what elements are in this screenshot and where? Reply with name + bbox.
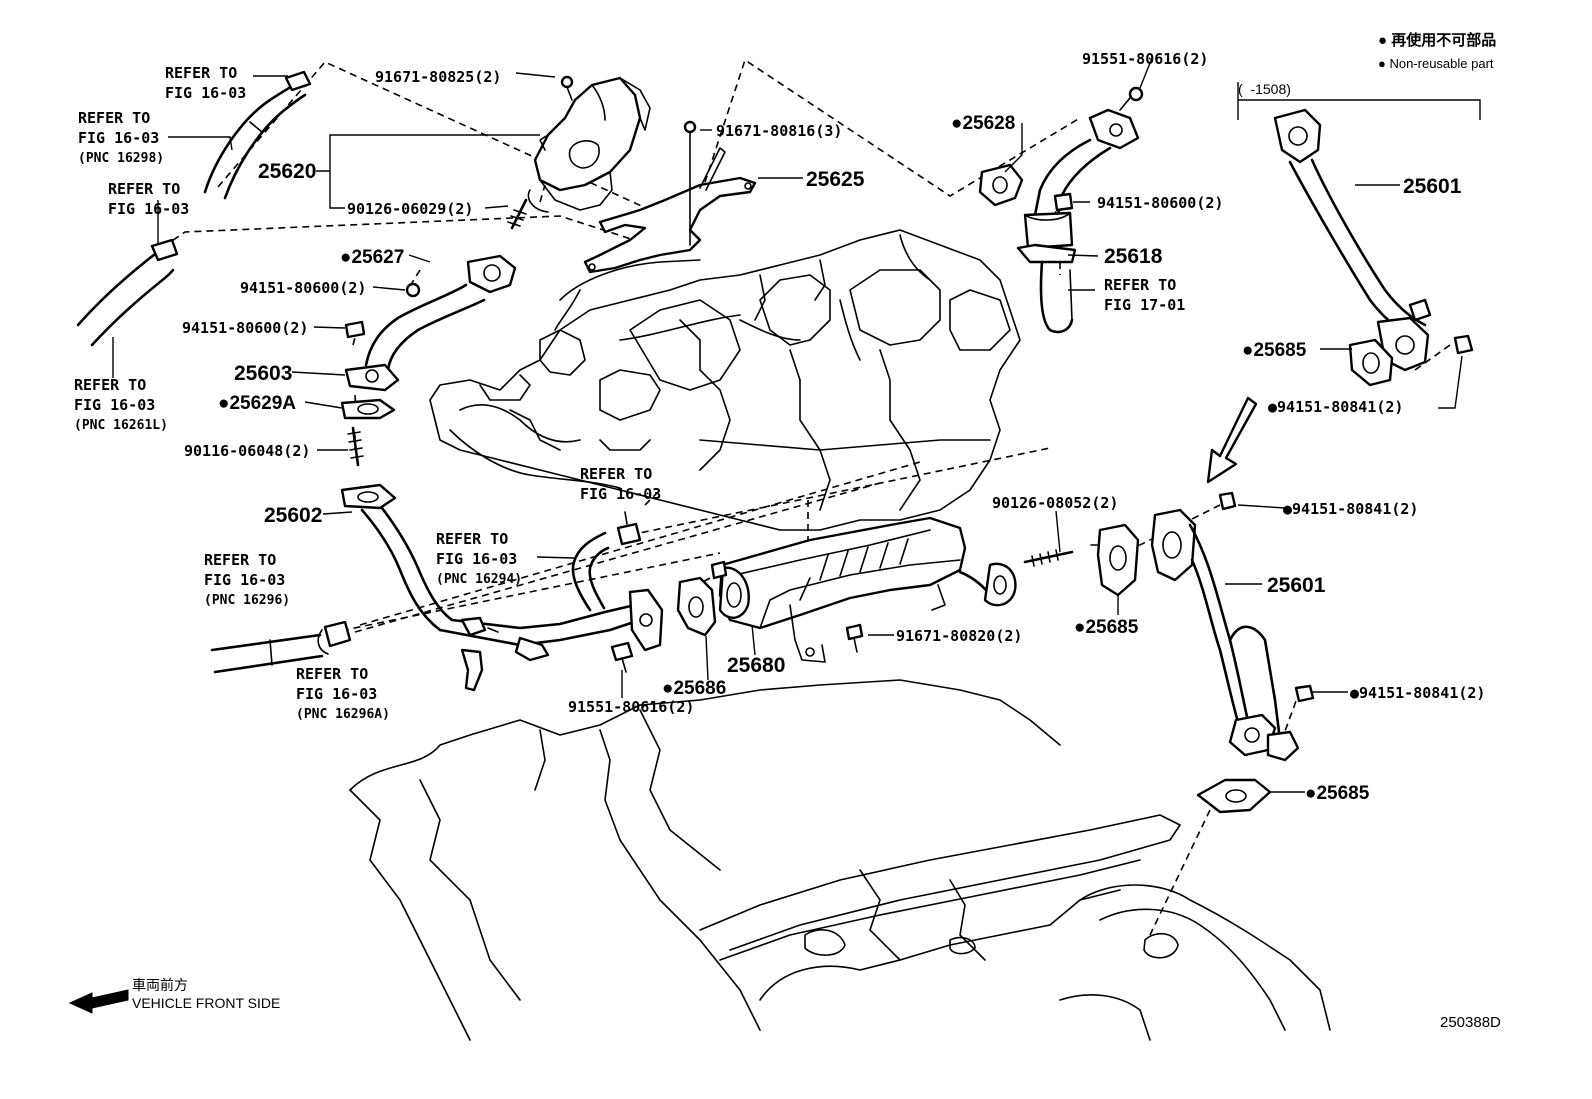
refer-f-line2: FIG 16-03 [436, 550, 517, 568]
part-94151-80841-b: ●94151-80841(2) [1283, 500, 1418, 518]
hose-pnc16294 [571, 511, 642, 612]
pipe-25602 [340, 483, 664, 692]
hose-lower-left [210, 620, 352, 674]
refer-f-line1: REFER TO [436, 530, 508, 548]
part-25628: ●25628 [951, 113, 1015, 134]
part-25685-c: ●25685 [1305, 783, 1370, 804]
refer-c-line2: FIG 16-03 [108, 200, 189, 218]
intake-manifold-outline [429, 229, 1021, 531]
part-91551-80616-a: 91551-80616(2) [1082, 50, 1208, 68]
refer-a-line1: REFER TO [165, 64, 237, 82]
stud-90126-08052 [1023, 549, 1074, 567]
front-side-note: 車両前方 VEHICLE FRONT SIDE [132, 977, 280, 1011]
bracket-25625 [583, 120, 757, 274]
refer-h-line1: REFER TO [296, 665, 368, 683]
engine-block-outline [349, 679, 1331, 1041]
legend-jp: ● 再使用不可部品 [1378, 31, 1496, 49]
refer-h-line2: FIG 16-03 [296, 685, 377, 703]
bolt-91671-80820 [845, 623, 864, 653]
part-25629A: ●25629A [218, 393, 296, 414]
part-91671-80820: 91671-80820(2) [896, 627, 1022, 645]
refer-d-line1: REFER TO [74, 376, 146, 394]
gasket-25686 [676, 576, 717, 637]
egr-valve-25620 [527, 75, 651, 213]
gasket-25685-c [1196, 778, 1272, 814]
pipe-25601-lower [1150, 491, 1315, 762]
part-25627: ●25627 [340, 247, 404, 268]
refer-g-line2: FIG 16-03 [204, 571, 285, 589]
part-numbers: 91671-80825(2) 25620 90126-06029(2) 9167… [182, 50, 1485, 804]
part-90126-08052: 90126-08052(2) [992, 494, 1118, 512]
gasket-25685-a [1348, 338, 1394, 387]
part-25602: 25602 [264, 504, 322, 527]
leader-lines [112, 57, 1481, 793]
part-94151-80600-b: 94151-80600(2) [182, 319, 308, 337]
refer-i-line1: REFER TO [1104, 276, 1176, 294]
refer-g-line1: REFER TO [204, 551, 276, 569]
vehicle-front-arrow-icon [68, 989, 129, 1014]
refer-d-line3: (PNC 16261L) [74, 418, 168, 433]
part-25601-a: 25601 [1403, 175, 1462, 198]
legend-en: ● Non-reusable part [1378, 56, 1494, 71]
part-25620: 25620 [258, 160, 316, 183]
part-25603: 25603 [234, 362, 292, 385]
gasket-25629A [340, 398, 396, 420]
refer-d-line2: FIG 16-03 [74, 396, 155, 414]
figure-code: 250388D [1440, 1014, 1501, 1031]
gasket-25685-b [1096, 523, 1140, 597]
stud-90126-06029 [507, 198, 528, 230]
direction-arrow-down [1206, 396, 1258, 484]
pipe-25601-upper [1273, 108, 1474, 372]
refer-g-line3: (PNC 16296) [204, 593, 290, 608]
refer-e-line1: REFER TO [580, 465, 652, 483]
part-91551-80616-b: 91551-80616(2) [568, 698, 694, 716]
part-90126-06029: 90126-06029(2) [347, 200, 473, 218]
front-note-en: VEHICLE FRONT SIDE [132, 995, 280, 1011]
refer-i-line2: FIG 17-01 [1104, 296, 1185, 314]
refer-c-line1: REFER TO [108, 180, 180, 198]
hose-upper-left [203, 70, 312, 200]
part-25601-b: 25601 [1267, 574, 1326, 597]
bracket-note: ( -1508) [1238, 81, 1291, 97]
part-90116-06048: 90116-06048(2) [184, 442, 310, 460]
part-94151-80600-a: 94151-80600(2) [240, 279, 366, 297]
front-note-jp: 車両前方 [132, 977, 188, 993]
stud-90116-06048 [347, 426, 364, 467]
part-94151-80600-c: 94151-80600(2) [1097, 194, 1223, 212]
part-25618: 25618 [1104, 245, 1163, 268]
legend: ● 再使用不可部品 ● Non-reusable part [1378, 31, 1496, 71]
part-91671-80816: 91671-80816(3) [716, 122, 842, 140]
refer-f-line3: (PNC 16294) [436, 572, 522, 587]
refer-b-line3: (PNC 16298) [78, 151, 164, 166]
refer-b-line1: REFER TO [78, 109, 150, 127]
part-25685-a: ●25685 [1242, 340, 1307, 361]
part-25680: 25680 [727, 654, 785, 677]
part-25685-b: ●25685 [1074, 617, 1139, 638]
refer-b-line2: FIG 16-03 [78, 129, 159, 147]
refer-e-line2: FIG 16-03 [580, 485, 661, 503]
part-25686: ●25686 [662, 678, 726, 699]
refer-h-line3: (PNC 16296A) [296, 707, 390, 722]
refer-notes: REFER TO FIG 16-03 REFER TO FIG 16-03 (P… [74, 64, 1185, 722]
hose-middle-left [76, 238, 179, 347]
egr-cooler-25680 [710, 516, 1017, 663]
pipe-25618 [1016, 86, 1144, 334]
part-94151-80841-a: ●94151-80841(2) [1268, 398, 1403, 416]
part-25625: 25625 [806, 168, 865, 191]
bolt-91551-80616-b [610, 641, 634, 673]
part-94151-80841-c: ●94151-80841(2) [1350, 684, 1485, 702]
refer-a-line2: FIG 16-03 [165, 84, 246, 102]
gasket-25628 [978, 163, 1024, 207]
pipe-25603 [344, 254, 517, 392]
part-91671-80825: 91671-80825(2) [375, 68, 501, 86]
